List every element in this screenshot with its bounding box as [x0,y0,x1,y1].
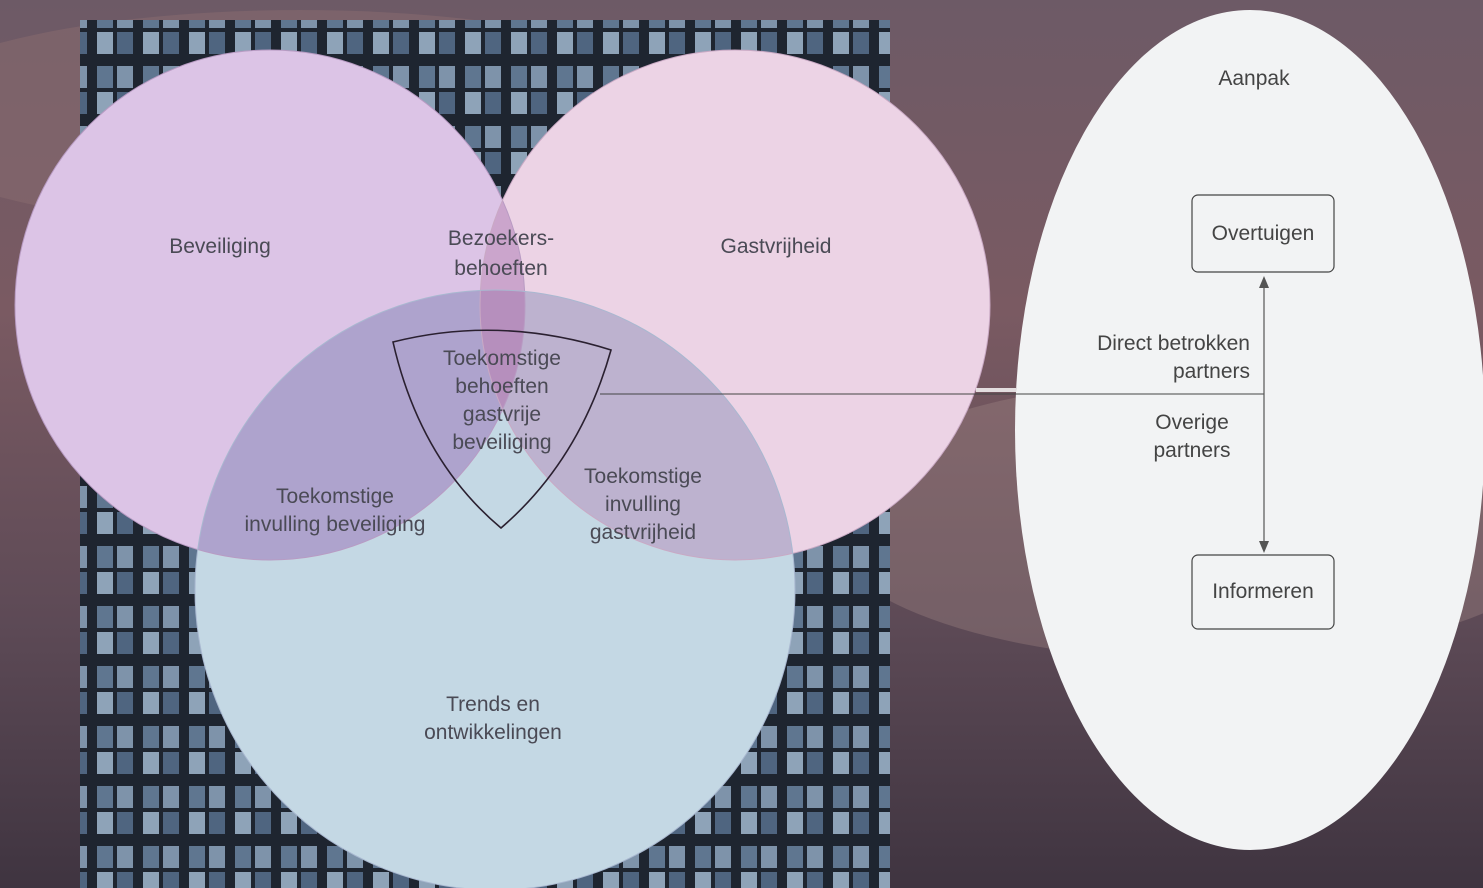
box-informeren-label: Informeren [1212,580,1314,603]
label-trends-2: ontwikkelingen [424,721,562,744]
aanpak-title: Aanpak [1218,67,1290,90]
connector-gap [976,388,1016,392]
arrow-up-head-icon [1259,276,1269,288]
label-center-4: beveiliging [452,431,551,454]
box-informeren [1191,554,1335,630]
label-inv-gastvrijheid-3: gastvrijheid [590,521,696,544]
label-center-3: gastvrije [463,403,541,426]
label-inv-gastvrijheid-1: Toekomstige [584,465,702,488]
label-inv-beveiliging-1: Toekomstige [276,485,394,508]
lens-invulling-gastvrijheid [480,290,795,560]
box-overtuigen-label: Overtuigen [1212,222,1315,245]
label-beveiliging: Beveiliging [169,235,271,258]
label-direct-1: Direct betrokken [1097,332,1250,355]
aanpak-panel [1015,10,1483,850]
label-center-1: Toekomstige [443,347,561,370]
label-gastvrijheid: Gastvrijheid [721,235,832,258]
circle-beveiliging-outline [14,49,526,561]
label-direct-2: partners [1173,360,1250,383]
label-center-2: behoeften [455,375,548,398]
label-overige-1: Overige [1155,411,1229,434]
center-highlight-outline [392,329,612,530]
arrow-down-head-icon [1259,541,1269,553]
box-overtuigen [1191,194,1335,273]
label-bezoekers-1: Bezoekers- [448,227,554,250]
circle-gastvrijheid-outline [479,49,991,561]
label-inv-gastvrijheid-2: invulling [605,493,681,516]
label-bezoekers-2: behoeften [454,257,547,280]
label-trends-1: Trends en [446,693,540,716]
lens-invulling-beveiliging [195,290,525,560]
circle-trends-outline [194,289,796,888]
label-overige-2: partners [1153,439,1230,462]
label-inv-beveiliging-2: invulling beveiliging [245,513,426,536]
